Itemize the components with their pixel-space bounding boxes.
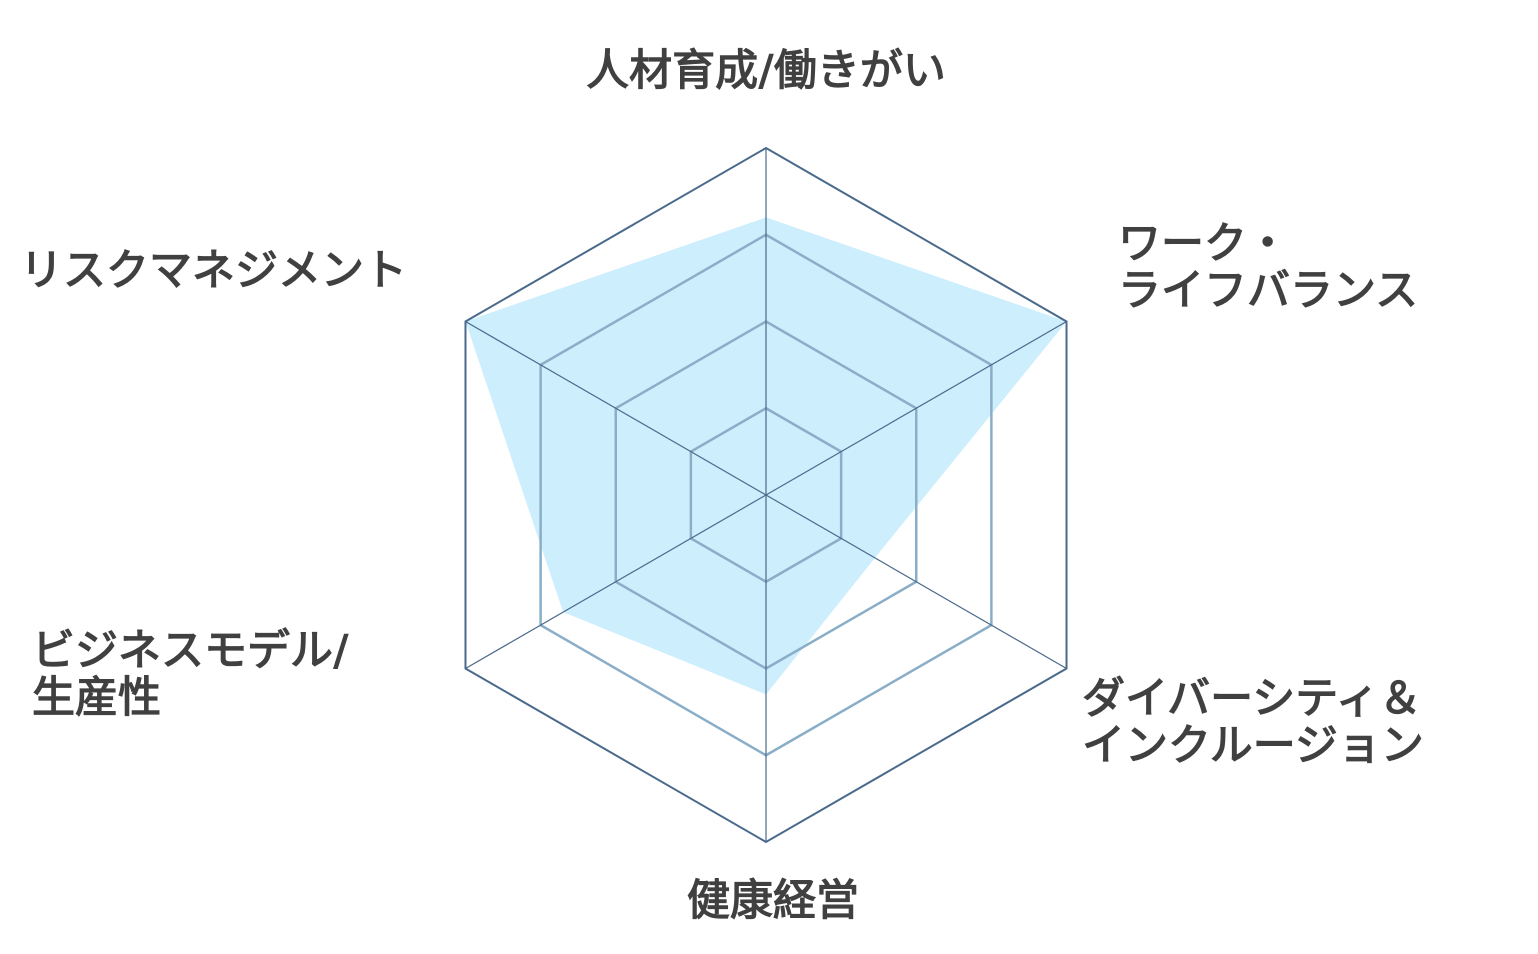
axis-spoke-4 [465,494,767,670]
axis-label-3-line-0: 健康経営 [687,876,859,926]
grid-ring-outer [464,146,1068,844]
axis-label-4-line-1: 生産性 [32,673,161,723]
axis-label-1-line-1: ライフバランス [1118,266,1418,316]
axis-spoke-5 [465,320,767,496]
axis-label-0: 人材育成/働きがい [586,46,946,96]
axis-label-4: ビジネスモデル/生産性 [32,626,349,723]
axis-label-2-line-1: インクルージョン [1082,721,1424,771]
axis-label-5-line-0: リスクマネジメント [20,246,407,296]
axis-label-4-line-0: ビジネスモデル/ [32,626,349,676]
axis-label-2-line-0: ダイバーシティ＆ [1082,674,1422,724]
axis-label-1: ワーク・ライフバランス [1118,219,1418,316]
axis-label-3: 健康経営 [687,876,859,926]
axis-spoke-2 [765,494,1067,670]
axis-spoke-1 [765,320,1067,496]
axis-label-0-line-0: 人材育成/働きがい [586,46,946,96]
axis-label-5: リスクマネジメント [20,246,407,296]
axis-label-2: ダイバーシティ＆インクルージョン [1082,674,1424,771]
axis-label-1-line-0: ワーク・ [1118,219,1289,269]
